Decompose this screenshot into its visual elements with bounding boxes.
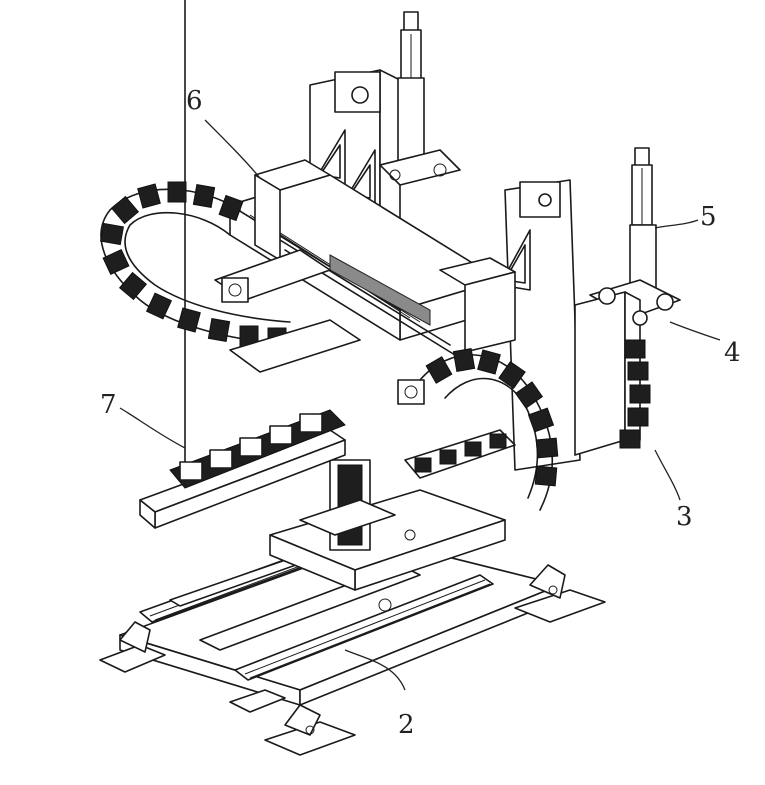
part-label-5: 5 xyxy=(700,202,717,232)
leader-4 xyxy=(669,321,721,341)
lower-cable-tray xyxy=(139,0,346,529)
center-carriage xyxy=(269,459,506,612)
leader-3 xyxy=(654,449,681,501)
leader-lines xyxy=(119,119,721,691)
leader-6 xyxy=(204,119,261,179)
leader-5 xyxy=(654,219,699,229)
base-foot-back xyxy=(229,689,286,713)
part-label-3: 3 xyxy=(676,502,693,532)
right-vertical-cylinder xyxy=(629,147,657,301)
base-frame xyxy=(99,519,606,756)
base-foot-left xyxy=(99,621,166,673)
part-label-7: 7 xyxy=(100,390,117,420)
leader-7 xyxy=(119,407,186,449)
part-label-2: 2 xyxy=(398,710,415,740)
leader-2 xyxy=(344,649,406,691)
base-foot-right xyxy=(514,564,606,623)
part-label-4: 4 xyxy=(724,338,741,368)
upper-drag-chain xyxy=(100,181,361,373)
base-foot-front xyxy=(264,704,356,756)
left-vertical-cylinder xyxy=(379,11,461,186)
part-label-6: 6 xyxy=(186,86,203,116)
motor-right xyxy=(397,379,425,405)
rail-rack-right xyxy=(244,579,491,679)
right-drag-chain xyxy=(404,339,651,511)
motor-left xyxy=(221,277,249,303)
